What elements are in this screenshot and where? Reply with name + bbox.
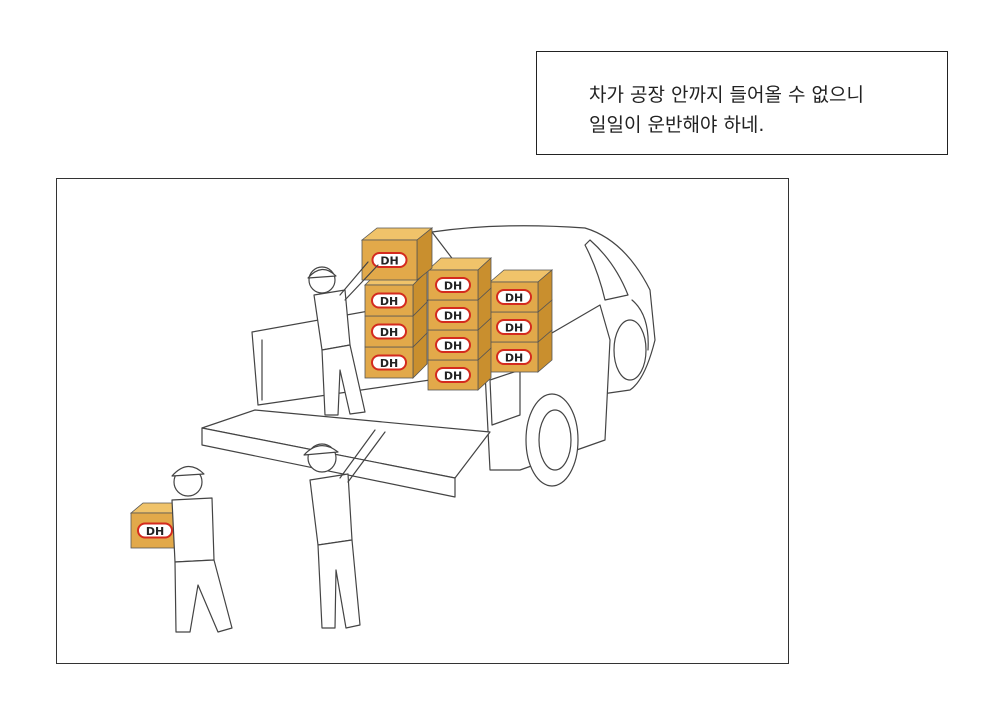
cardboard-box: DH xyxy=(364,332,428,379)
worker-handing xyxy=(303,429,386,629)
box-logo: DH xyxy=(146,525,164,538)
cardboard-box: DH xyxy=(360,227,434,281)
box-logo: DH xyxy=(444,280,462,293)
cardboard-box: DH xyxy=(427,287,492,331)
cardboard-box: DH xyxy=(489,299,553,343)
box-logo: DH xyxy=(505,322,523,335)
caption-box: 차가 공장 안까지 들어올 수 없으니 일일이 운반해야 하네. xyxy=(536,51,948,155)
box-logo: DH xyxy=(380,357,398,370)
box-logo: DH xyxy=(505,352,523,365)
caption-line-2: 일일이 운반해야 하네. xyxy=(589,114,765,136)
box-logo: DH xyxy=(380,295,398,308)
worker-on-truck xyxy=(307,261,379,416)
caption-line-1: 차가 공장 안까지 들어올 수 없으니 xyxy=(589,84,864,106)
worker-carrying xyxy=(171,465,233,633)
cardboard-box: DH xyxy=(488,269,554,313)
box-logo: DH xyxy=(380,326,398,339)
box-logo: DH xyxy=(505,292,523,305)
box-logo: DH xyxy=(444,370,462,383)
cardboard-box: DH xyxy=(427,317,492,361)
cardboard-box: DH xyxy=(426,257,493,301)
box-logo: DH xyxy=(380,255,398,268)
box-logo: DH xyxy=(444,340,462,353)
cardboard-box: DH xyxy=(364,301,428,348)
box-logo: DH xyxy=(444,310,462,323)
